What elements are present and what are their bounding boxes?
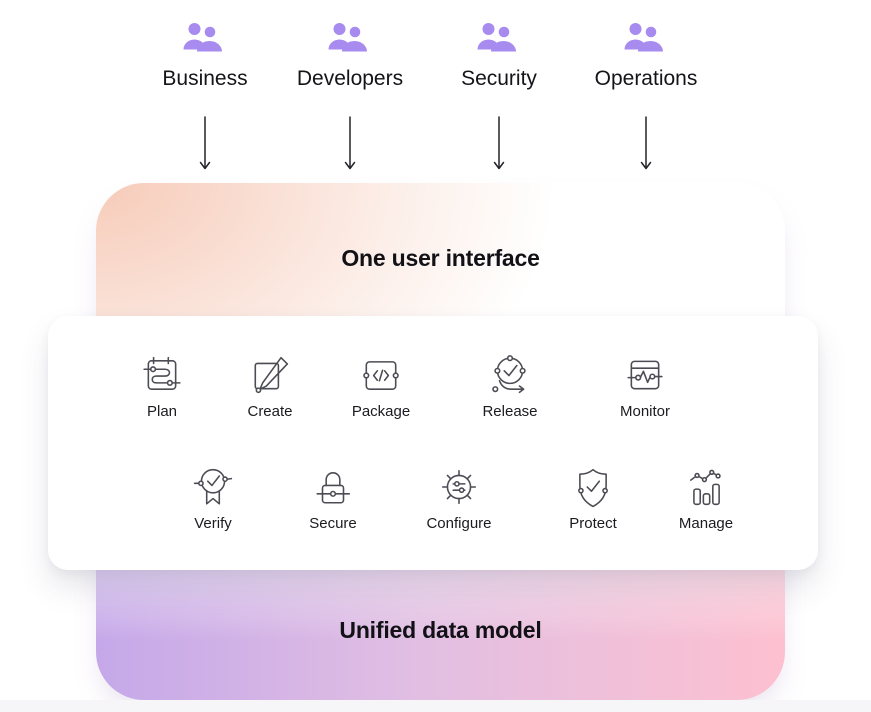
monitor-icon [624, 354, 666, 396]
stage-release: Release [450, 354, 570, 421]
package-icon [360, 354, 402, 396]
stage-label: Release [482, 403, 538, 420]
stage-label: Monitor [619, 403, 671, 420]
audience-security: Security [424, 22, 574, 172]
stage-label: Protect [569, 515, 617, 532]
plan-icon [141, 354, 183, 396]
stage-configure: Configure [399, 466, 519, 533]
stage-manage: Manage [646, 466, 766, 533]
people-icon [477, 23, 516, 52]
stage-label: Secure [309, 515, 357, 532]
down-arrow-icon [344, 116, 356, 170]
audience-label: Security [461, 67, 537, 90]
audience-label: Developers [296, 67, 404, 90]
audience-operations: Operations [571, 22, 721, 172]
stage-label: Create [247, 403, 293, 420]
create-icon [249, 354, 291, 396]
stage-label: Plan [146, 403, 178, 420]
people-icon [624, 23, 663, 52]
stage-package: Package [321, 354, 441, 421]
stage-secure: Secure [273, 466, 393, 533]
stage-verify: Verify [153, 466, 273, 533]
page-footer-strip [0, 700, 871, 712]
down-arrow-icon [493, 116, 505, 170]
stage-protect: Protect [533, 466, 653, 533]
unified-data-model-title: Unified data model [339, 617, 542, 643]
stage-label: Package [351, 403, 411, 420]
people-icon [328, 23, 367, 52]
down-arrow-icon [640, 116, 652, 170]
release-icon [489, 354, 531, 396]
audience-label: Business [162, 67, 248, 90]
one-user-interface-title: One user interface [341, 245, 540, 271]
configure-icon [438, 466, 480, 508]
people-icon [183, 23, 222, 52]
audience-developers: Developers [275, 22, 425, 172]
manage-icon [685, 466, 727, 508]
audience-business: Business [130, 22, 280, 172]
stage-label: Manage [678, 515, 734, 532]
secure-icon [312, 466, 354, 508]
stage-plan: Plan [102, 354, 222, 421]
protect-icon [572, 466, 614, 508]
stage-label: Verify [194, 515, 232, 532]
stage-monitor: Monitor [585, 354, 705, 421]
verify-icon [192, 466, 234, 508]
down-arrow-icon [199, 116, 211, 170]
stage-create: Create [210, 354, 330, 421]
audience-label: Operations [594, 67, 698, 90]
stages-card: Plan Create [48, 316, 818, 570]
stage-label: Configure [426, 515, 492, 532]
